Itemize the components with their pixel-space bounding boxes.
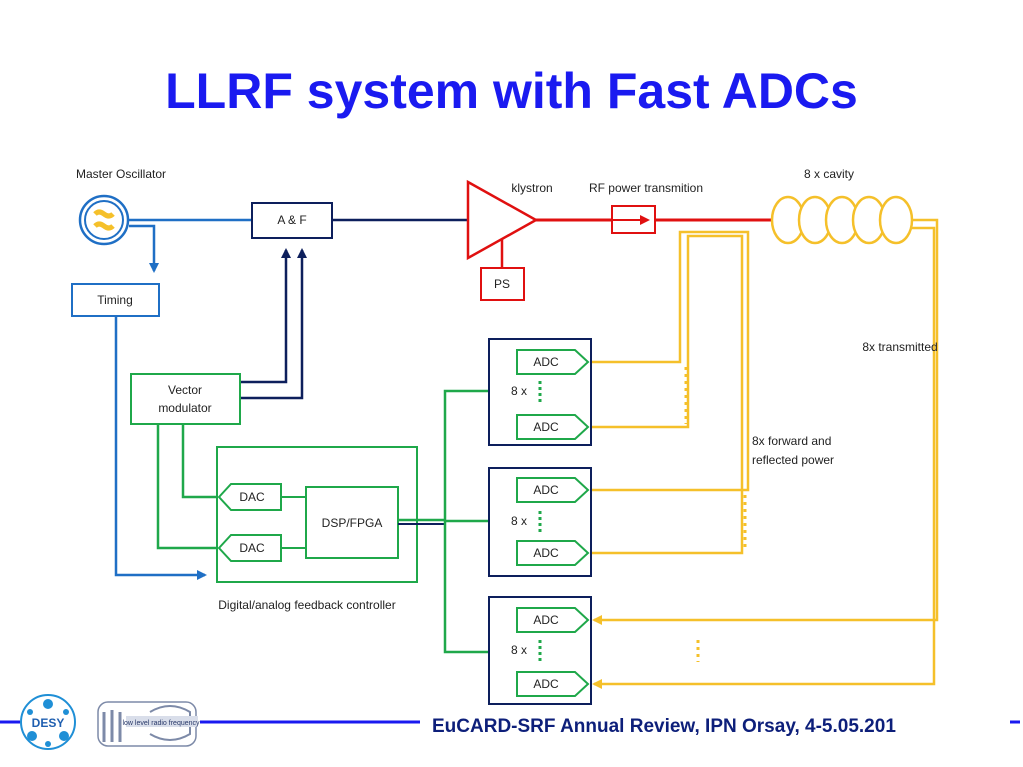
slide-title: LLRF system with Fast ADCs — [165, 63, 858, 119]
adc-3a — [516, 607, 590, 633]
adc-1b — [516, 414, 590, 440]
adc-group-3: ADC ADC 8 x — [488, 596, 592, 705]
mo-to-timing-line — [129, 224, 159, 273]
forward-label-1: 8x forward and — [752, 434, 831, 448]
ps-box — [480, 267, 525, 301]
adc-3b — [516, 671, 590, 697]
master-oscillator-label: Master Oscillator — [76, 167, 166, 181]
adc-group-2: ADC ADC 8 x — [488, 467, 592, 577]
llrf-tagline: low level radio frequency — [122, 720, 200, 727]
controller-label: Digital/analog feedback controller — [218, 598, 395, 612]
adc-3a-label: ADC — [533, 613, 559, 627]
adc-3b-label: ADC — [533, 677, 559, 691]
transmitted-line-1 — [592, 218, 939, 625]
desy-logo: DESY — [20, 694, 76, 750]
master-oscillator — [78, 194, 130, 246]
cavity-label: 8 x cavity — [804, 167, 854, 181]
rf-power-label: RF power transmition — [589, 181, 703, 195]
adc-1a — [516, 349, 590, 375]
vm-to-dac1-line — [181, 424, 222, 499]
vm-to-af-line-2 — [240, 248, 307, 400]
footer-text: EuCARD-SRF Annual Review, IPN Orsay, 4-5… — [432, 716, 896, 737]
forward-line-outer — [588, 230, 750, 492]
dsp-fpga-box — [305, 486, 399, 559]
vector-modulator-label-2: modulator — [158, 401, 211, 415]
adc-2a — [516, 477, 590, 503]
timing-to-controller-line — [114, 316, 207, 580]
adc-3-count: 8 x — [511, 643, 527, 657]
af-label: A & F — [277, 213, 306, 227]
dsp-fpga-label: DSP/FPGA — [322, 516, 383, 530]
adc-1-count: 8 x — [511, 384, 527, 398]
vm-to-dac2-line — [156, 424, 222, 550]
desy-text: DESY — [32, 716, 65, 730]
klystron-label: klystron — [511, 181, 552, 195]
dac-1: DAC — [217, 483, 282, 511]
dac-2: DAC — [217, 534, 282, 562]
forward-line-inner — [588, 234, 744, 555]
cavity-string — [770, 195, 914, 245]
adc-2a-label: ADC — [533, 483, 559, 497]
transmitted-label: 8x transmitted — [862, 340, 937, 354]
ps-label: PS — [494, 277, 510, 291]
dac-2-label: DAC — [239, 541, 265, 555]
timing-label: Timing — [97, 293, 133, 307]
vm-to-af-line-1 — [240, 248, 291, 384]
af-box — [251, 202, 333, 239]
llrf-logo: low level radio frequency — [97, 701, 200, 747]
transmitted-line-2 — [592, 226, 936, 689]
vector-modulator-label-1: Vector — [168, 383, 202, 397]
adc-2b — [516, 540, 590, 566]
adc-group-1: ADC ADC 8 x — [488, 338, 592, 446]
dac-1-label: DAC — [239, 490, 265, 504]
forward-label-2: reflected power — [752, 453, 834, 467]
adc-1a-label: ADC — [533, 355, 559, 369]
adc-1b-label: ADC — [533, 420, 559, 434]
adc-2-count: 8 x — [511, 514, 527, 528]
adc-2b-label: ADC — [533, 546, 559, 560]
vector-modulator-box — [130, 373, 241, 425]
